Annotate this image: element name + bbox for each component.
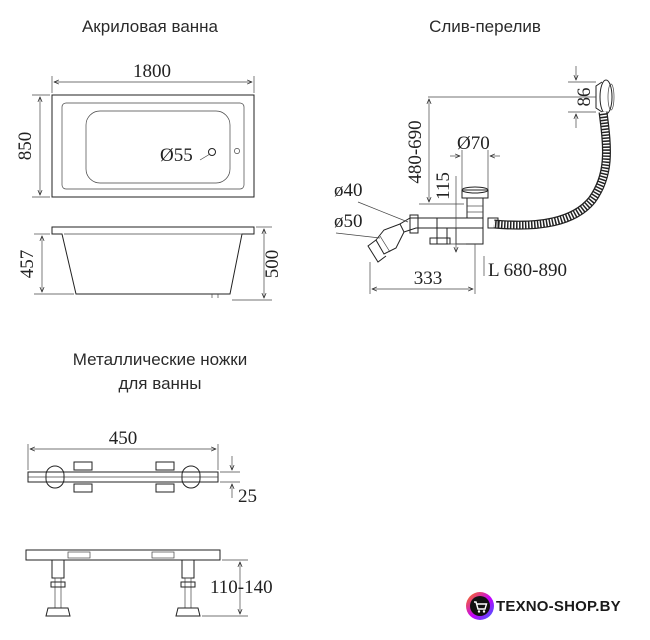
drain-height-label: 480-690 (405, 120, 426, 183)
drain-drop-label: 115 (433, 172, 454, 200)
hose-length-label: L 680-890 (488, 260, 567, 281)
leg-side-bar (25, 549, 221, 561)
drain-height-dimension: 480-690 (405, 99, 464, 205)
outlet-diameter-labels: ø40 ø50 (334, 180, 409, 239)
overflow-hole-icon (234, 148, 240, 154)
legs-length-dimension: 450 (27, 428, 219, 470)
logo-text: TEXNO-SHOP.BY (496, 598, 621, 615)
drain-hole-icon (208, 148, 216, 156)
bath-length-dimension: 1800 (51, 61, 255, 93)
overflow-offset-dimension: 86 (428, 66, 596, 128)
drain-top-diameter-dimension: Ø70 (450, 133, 500, 190)
legs-title-line2: для ванны (118, 374, 202, 393)
legs-title-line1: Металлические ножки (72, 350, 248, 369)
drain-horizontal-label: 333 (414, 268, 443, 289)
legs-side-view (25, 549, 221, 617)
bath-rim (61, 102, 245, 190)
bath-section-title: Акриловая ванна (81, 17, 219, 36)
site-logo[interactable]: TEXNO-SHOP.BY (466, 592, 644, 622)
bath-height-outer-label: 457 (17, 250, 38, 279)
legs-top-view (27, 461, 219, 493)
bath-width-dimension: 850 (15, 94, 50, 198)
cart-icon (466, 592, 494, 620)
bath-height-total-dimension: 500 (232, 226, 283, 301)
overflow-cap (599, 79, 613, 115)
legs-width-label: 25 (238, 486, 257, 507)
bath-side-view (51, 226, 255, 298)
legs-height-label: 110-140 (210, 577, 273, 598)
legs-height-dimension: 110-140 (202, 559, 273, 617)
drain-horizontal-dimension: 333 (369, 244, 476, 294)
diameter-40-label: ø40 (334, 180, 363, 201)
drain-diameter-label: Ø55 (160, 145, 193, 166)
drain-plug (461, 189, 489, 199)
bath-top-view (51, 94, 255, 198)
diameter-50-label: ø50 (334, 211, 363, 232)
bath-outline (51, 94, 255, 198)
bath-basin (85, 110, 231, 184)
drain-top-diameter-label: Ø70 (457, 133, 490, 154)
legs-width-dimension: 25 (220, 456, 257, 507)
legs-section-title: Металлические ножки для ванны (10, 348, 310, 396)
overflow-offset-label: 86 (574, 88, 595, 107)
legs-length-label: 450 (109, 428, 138, 449)
bath-height-outer-dimension: 457 (17, 233, 74, 295)
drain-drop-dimension: 115 (433, 172, 466, 252)
hose-length-label-group: L 680-890 (483, 256, 567, 281)
bath-length-label: 1800 (133, 61, 171, 82)
drain-section-title: Слив-перелив (429, 17, 541, 36)
bath-height-total-label: 500 (262, 250, 283, 279)
bath-width-label: 850 (15, 132, 36, 161)
